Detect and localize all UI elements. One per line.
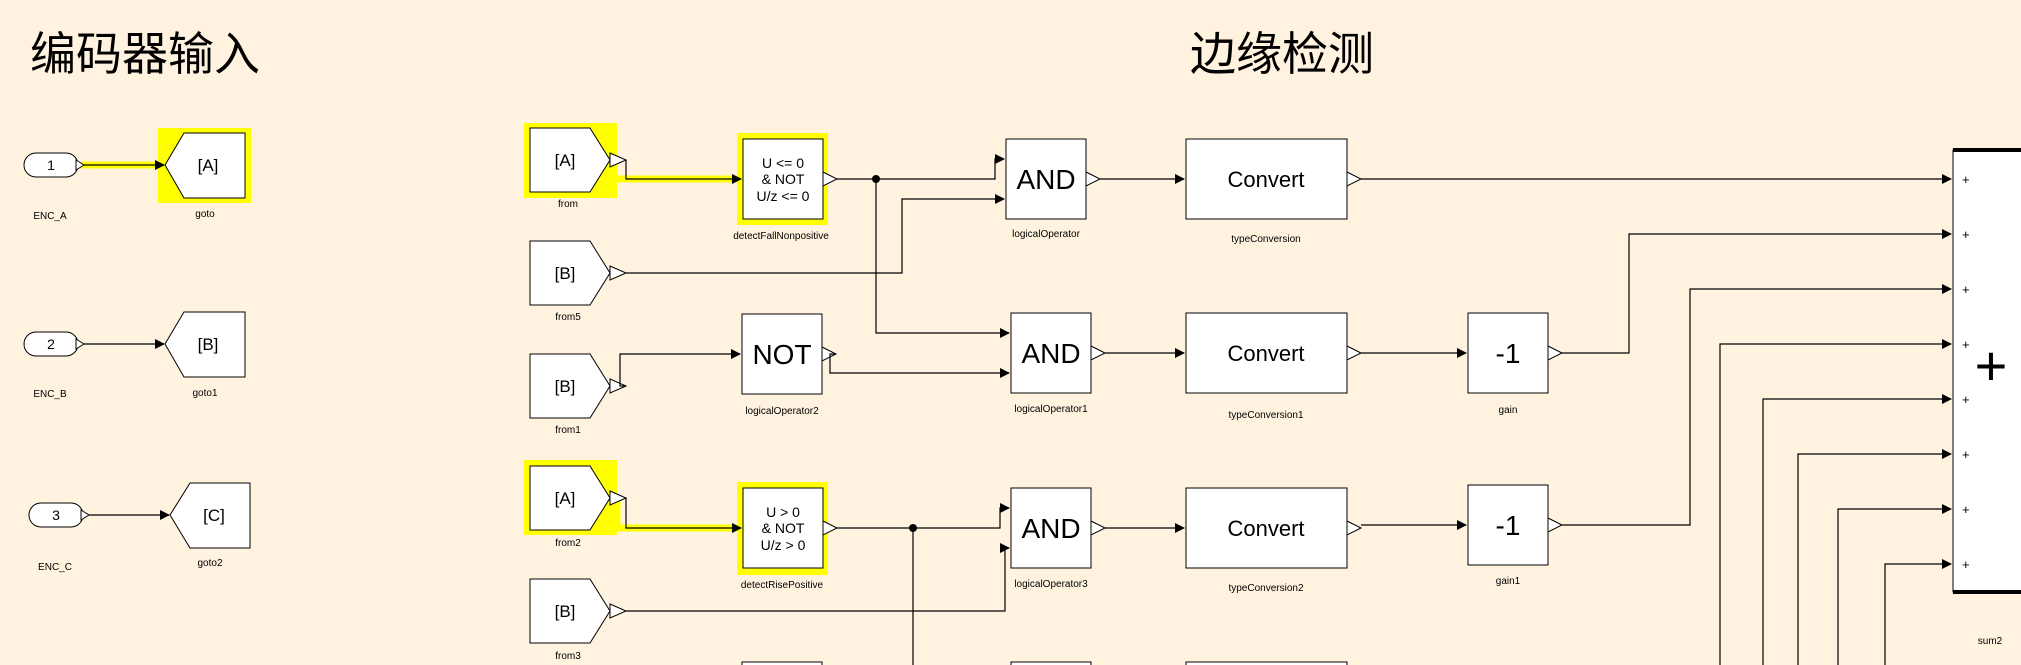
svg-text:[B]: [B] (198, 335, 219, 354)
svg-text:[C]: [C] (203, 506, 225, 525)
detect-fall-label: detectFallNonpositive (733, 231, 829, 242)
inport-enc-b[interactable]: 2 (23, 331, 85, 357)
goto-b[interactable]: [B] (164, 311, 246, 378)
from1-b[interactable]: [B] (529, 353, 628, 419)
svg-text:-1: -1 (1496, 510, 1521, 541)
detect-fall-nonpositive[interactable]: U <= 0 & NOT U/z <= 0 (742, 138, 839, 220)
from-a[interactable]: [A] (529, 127, 628, 193)
svg-text:AND: AND (1021, 338, 1080, 369)
svg-text:-1: -1 (1496, 338, 1521, 369)
gain-block-0-label: gain (1499, 405, 1518, 416)
and-block-0-label: logicalOperator (1012, 229, 1080, 240)
from2-a[interactable]: [A] (529, 465, 628, 531)
goto-c-label: goto2 (197, 558, 222, 569)
signal-wires (619, 154, 1952, 665)
convert-block-1[interactable]: Convert (1185, 312, 1363, 394)
from2-label: from2 (555, 538, 581, 549)
inport-enc-c[interactable]: 3 (28, 502, 90, 528)
svg-text:U/z > 0: U/z > 0 (761, 537, 806, 553)
svg-text:1: 1 (47, 157, 55, 173)
svg-text:[A]: [A] (555, 151, 576, 170)
and-block-0[interactable]: AND (1005, 138, 1102, 220)
svg-text:+: + (1975, 334, 2008, 397)
svg-text:U/z <= 0: U/z <= 0 (757, 188, 810, 204)
convert-block-1-label: typeConversion1 (1228, 410, 1303, 421)
convert-block-2-label: typeConversion2 (1228, 583, 1303, 594)
goto-c[interactable]: [C] (169, 482, 251, 549)
convert-block-0-label: typeConversion (1231, 234, 1300, 245)
svg-text:[B]: [B] (555, 264, 576, 283)
from-a-label: from (558, 199, 578, 210)
gain-block-1[interactable]: -1 (1467, 484, 1564, 566)
svg-text:[B]: [B] (555, 377, 576, 396)
and-block-1-label: logicalOperator1 (1014, 404, 1088, 415)
convert-block-2[interactable]: Convert (1185, 487, 1363, 569)
not-block[interactable]: NOT (741, 313, 838, 395)
goto-a-label: goto (195, 209, 215, 220)
partial-blocks-bottom (741, 661, 1348, 665)
goto-a[interactable]: [A] (164, 132, 246, 199)
from5-b[interactable]: [B] (529, 240, 628, 306)
from5-label: from5 (555, 312, 581, 323)
inport-enc-c-label: ENC_C (38, 562, 72, 573)
detect-rise-positive[interactable]: U > 0 & NOT U/z > 0 (742, 487, 839, 569)
and-block-3[interactable]: AND (1010, 487, 1107, 569)
svg-text:+: + (1962, 502, 1970, 517)
svg-text:U > 0: U > 0 (766, 504, 800, 520)
svg-text:[B]: [B] (555, 602, 576, 621)
inport-enc-b-label: ENC_B (33, 389, 67, 400)
detect-rise-label: detectRisePositive (741, 580, 824, 591)
not-block-label: logicalOperator2 (745, 406, 819, 417)
svg-text:[A]: [A] (198, 156, 219, 175)
svg-text:+: + (1962, 392, 1970, 407)
svg-text:AND: AND (1021, 513, 1080, 544)
svg-text:+: + (1962, 447, 1970, 462)
svg-text:Convert: Convert (1227, 341, 1304, 366)
from3-label: from3 (555, 651, 581, 662)
svg-text:Convert: Convert (1227, 167, 1304, 192)
sum-input-signs: + + + + + + + + (1962, 172, 1970, 572)
svg-text:3: 3 (52, 507, 60, 523)
svg-text:Convert: Convert (1227, 516, 1304, 541)
sum-block[interactable]: + (1952, 148, 2021, 594)
gain-block-0[interactable]: -1 (1467, 312, 1564, 394)
and-block-1[interactable]: AND (1010, 312, 1107, 394)
sum-block-label: sum2 (1978, 636, 2003, 647)
title-edge-detection: 边缘检测 (1190, 27, 1374, 81)
svg-text:+: + (1962, 227, 1970, 242)
gain-block-1-label: gain1 (1496, 576, 1521, 587)
svg-text:AND: AND (1016, 164, 1075, 195)
svg-text:+: + (1962, 557, 1970, 572)
svg-text:+: + (1962, 172, 1970, 187)
goto-b-label: goto1 (192, 388, 217, 399)
and-block-3-label: logicalOperator3 (1014, 579, 1088, 590)
convert-block-0[interactable]: Convert (1185, 138, 1363, 220)
svg-text:[A]: [A] (555, 489, 576, 508)
svg-text:+: + (1962, 337, 1970, 352)
from1-label: from1 (555, 425, 581, 436)
svg-text:U <= 0: U <= 0 (762, 155, 804, 171)
title-encoder-input: 编码器输入 (30, 27, 260, 81)
svg-text:& NOT: & NOT (762, 171, 805, 187)
svg-text:2: 2 (47, 336, 55, 352)
svg-text:NOT: NOT (752, 339, 811, 370)
from3-b[interactable]: [B] (529, 578, 628, 644)
svg-text:+: + (1962, 282, 1970, 297)
inport-enc-a[interactable]: 1 (23, 152, 85, 178)
svg-text:& NOT: & NOT (762, 520, 805, 536)
inport-enc-a-label: ENC_A (33, 211, 67, 222)
